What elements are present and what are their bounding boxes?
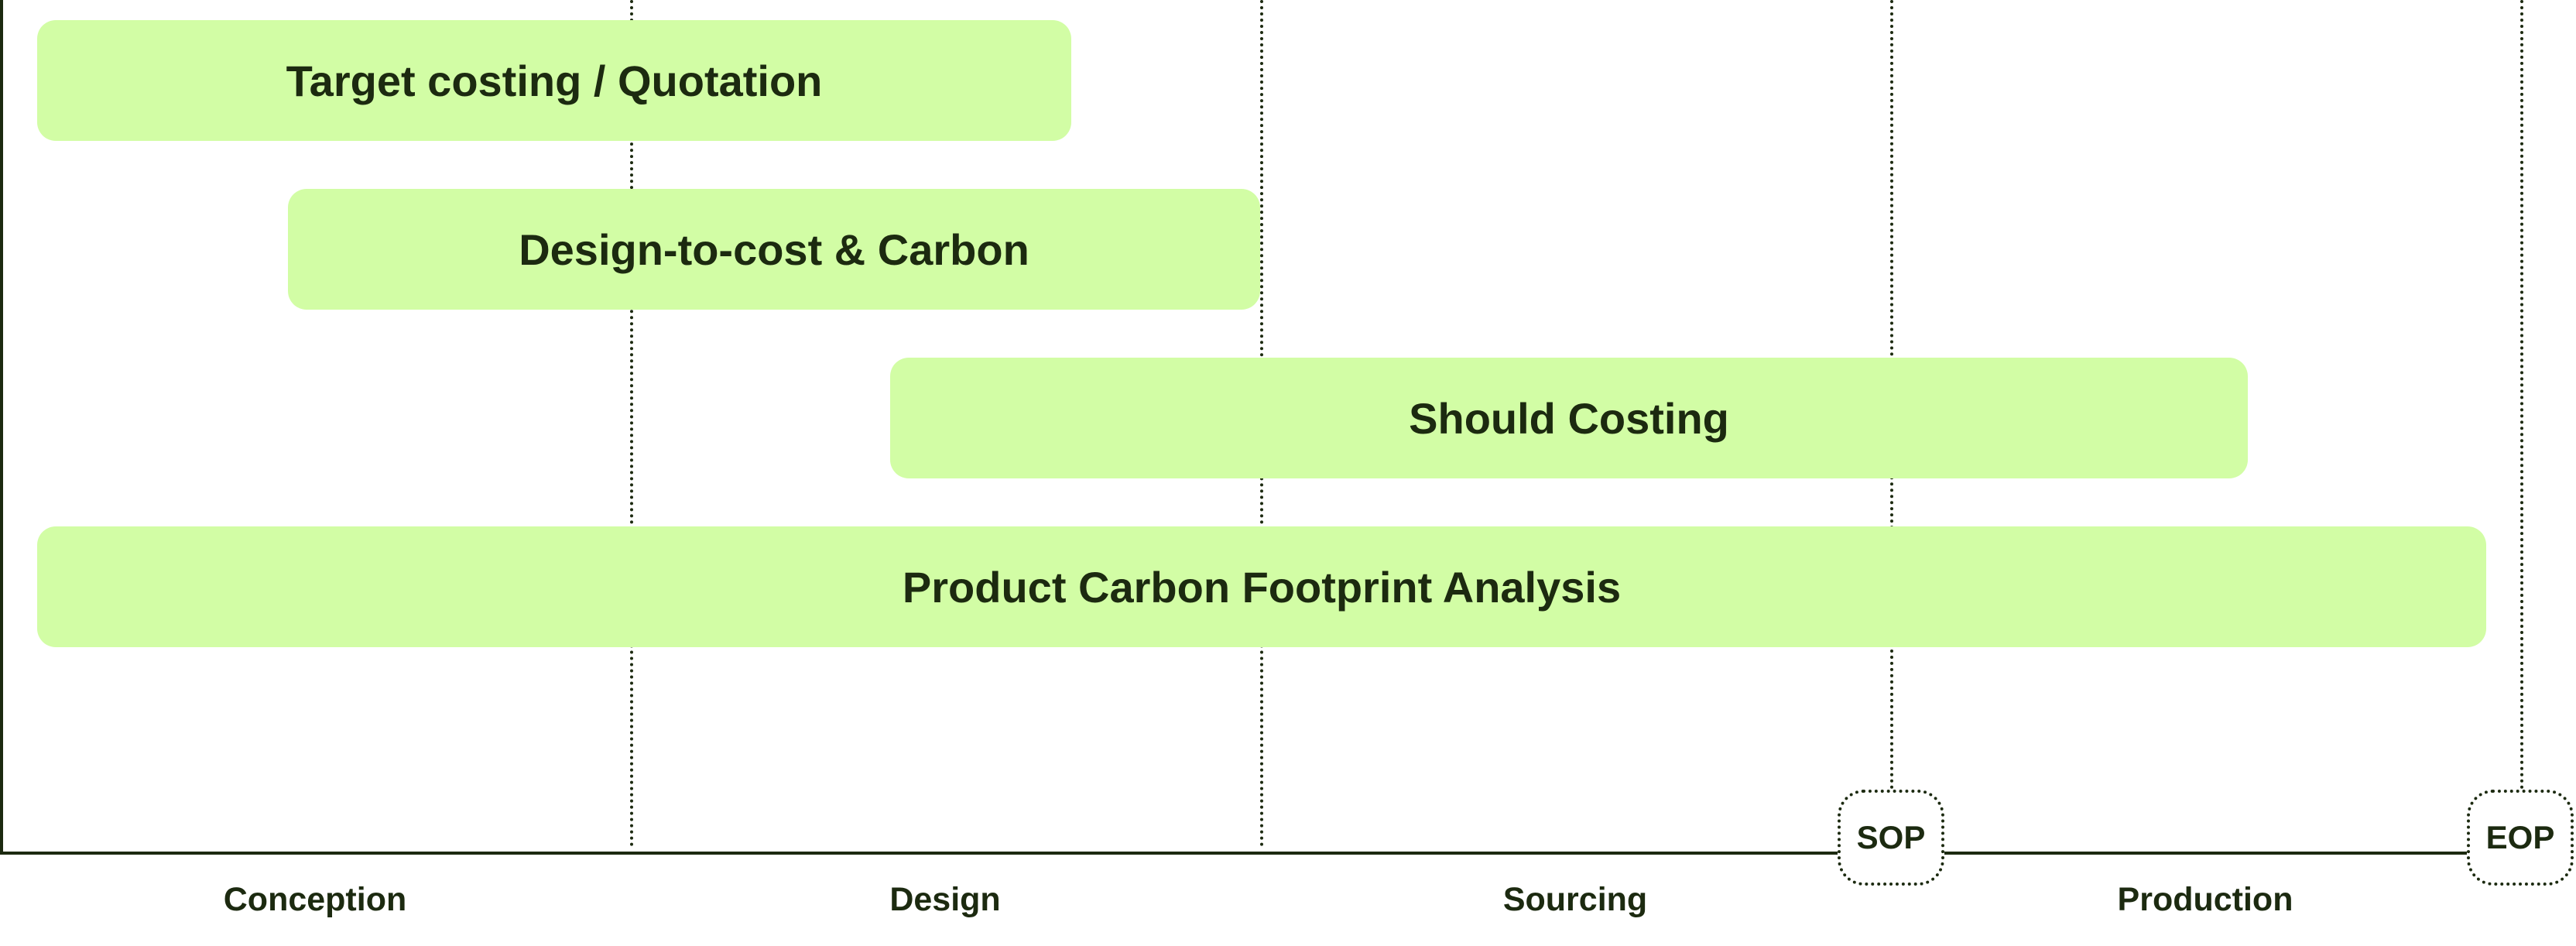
bar-label: Design-to-cost & Carbon	[519, 225, 1029, 274]
milestone-label: EOP	[2485, 819, 2555, 855]
bar-label: Target costing / Quotation	[286, 56, 823, 105]
phase-label-production: Production	[2117, 881, 2293, 918]
horizontal-axis-line	[0, 852, 2535, 855]
bar-label: Should Costing	[1409, 393, 1729, 443]
phase-divider-conception-design	[630, 0, 633, 847]
milestone-sop-badge: SOP	[1838, 790, 1944, 886]
phase-label-design: Design	[889, 881, 1001, 918]
bar-label: Product Carbon Footprint Analysis	[902, 562, 1622, 612]
bar-should-costing: Should Costing	[890, 358, 2248, 478]
bar-target-costing-quotation: Target costing / Quotation	[37, 20, 1071, 141]
phase-divider-eop	[2520, 0, 2523, 790]
phase-label-sourcing: Sourcing	[1502, 881, 1648, 918]
bar-product-carbon-footprint-analysis: Product Carbon Footprint Analysis	[37, 526, 2486, 647]
milestone-label: SOP	[1856, 819, 1926, 855]
bar-design-to-cost-carbon: Design-to-cost & Carbon	[288, 189, 1260, 310]
phase-label-conception: Conception	[223, 881, 407, 918]
milestone-eop-badge: EOP	[2467, 790, 2574, 886]
vertical-axis-line	[0, 0, 3, 855]
